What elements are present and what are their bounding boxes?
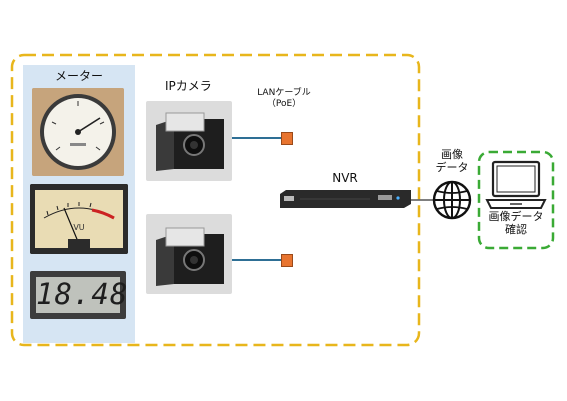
lan-cable-label: LANケーブル （PoE） [250,88,318,110]
viewer-label-line1: 画像データ [488,210,544,223]
vu-meter-photo [30,184,128,254]
ip-camera-2-photo [146,214,232,294]
network-label-line1: 画像 [441,148,463,161]
poe-connector-1 [281,132,293,145]
nvr-device [280,190,411,208]
meter-panel-title: メーター [54,69,103,83]
viewer-label: 画像データ 確認 [479,210,553,236]
ip-camera-title: IPカメラ [165,79,212,93]
system-boundary-rect [10,53,421,347]
lan-cable-label-line1: LANケーブル [257,88,311,98]
viewer-boundary-rect [477,150,555,250]
digital-meter-reading: 18.48 [36,277,129,311]
vu-meter-unit: VU [73,223,85,232]
digital-meter-photo [30,271,126,319]
globe-icon [432,180,472,220]
round-gauge-photo [32,88,124,176]
network-label-line2: データ [435,161,469,174]
lan-cable-label-line2: （PoE） [266,99,302,109]
network-label: 画像 データ [430,148,474,174]
ip-camera-1-photo [146,101,232,181]
nvr-label: NVR [332,171,358,185]
laptop-icon [484,160,548,212]
poe-connector-2 [281,254,293,267]
viewer-label-line2: 確認 [505,223,527,236]
